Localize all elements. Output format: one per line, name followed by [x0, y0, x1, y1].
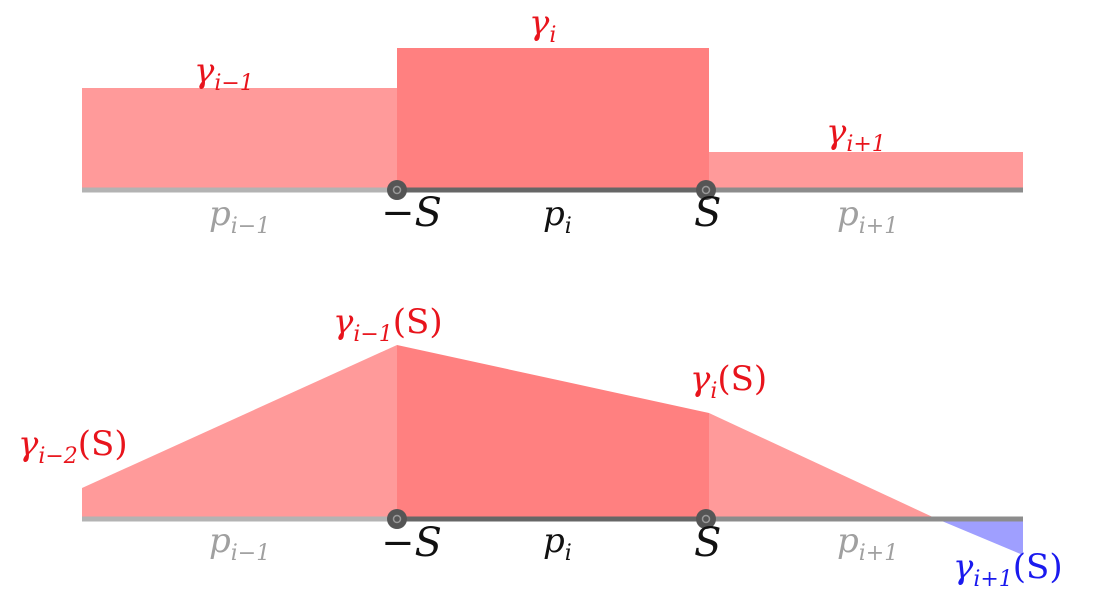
bottom-region-next	[709, 413, 937, 519]
bottom-label-p-next: pi+1	[837, 521, 898, 566]
top-label-p-next: pi+1	[837, 194, 898, 239]
top-label-gamma-prev: γi−1	[194, 51, 254, 96]
bottom-region-negative	[937, 519, 1023, 555]
top-label-p-cur: pi	[543, 194, 572, 239]
top-bar-cur	[397, 48, 709, 189]
bottom-node-left	[387, 509, 407, 529]
bottom-label-minus-s: −S	[381, 520, 442, 566]
bottom-label-p-prev: pi−1	[209, 521, 270, 566]
bottom-label-gamma-next: γi+1(S)	[953, 547, 1063, 592]
top-panel: γi−1 γi γi+1 pi−1 pi pi+1 −S S	[82, 3, 1023, 239]
bottom-region-cur	[397, 345, 709, 519]
top-bar-prev	[82, 88, 397, 189]
bottom-label-gamma-cur: γi(S)	[690, 359, 767, 404]
top-label-p-prev: pi−1	[209, 194, 270, 239]
bottom-label-gamma-prev: γi−1(S)	[333, 302, 443, 347]
top-node-right	[696, 180, 716, 200]
bottom-region-prev	[82, 345, 397, 519]
bottom-label-gamma-prev2: γi−2(S)	[18, 424, 128, 469]
top-label-minus-s: −S	[381, 190, 442, 236]
bottom-label-s: S	[694, 520, 721, 566]
bottom-node-right	[696, 509, 716, 529]
top-node-left	[387, 180, 407, 200]
top-label-gamma-next: γi+1	[826, 112, 886, 157]
top-label-s: S	[694, 190, 721, 236]
top-label-gamma-cur: γi	[529, 3, 556, 48]
top-bar-next	[709, 152, 1023, 189]
bottom-panel: γi−2(S) γi−1(S) γi(S) γi+1(S) pi−1 pi pi…	[18, 302, 1063, 592]
bottom-label-p-cur: pi	[543, 521, 572, 566]
